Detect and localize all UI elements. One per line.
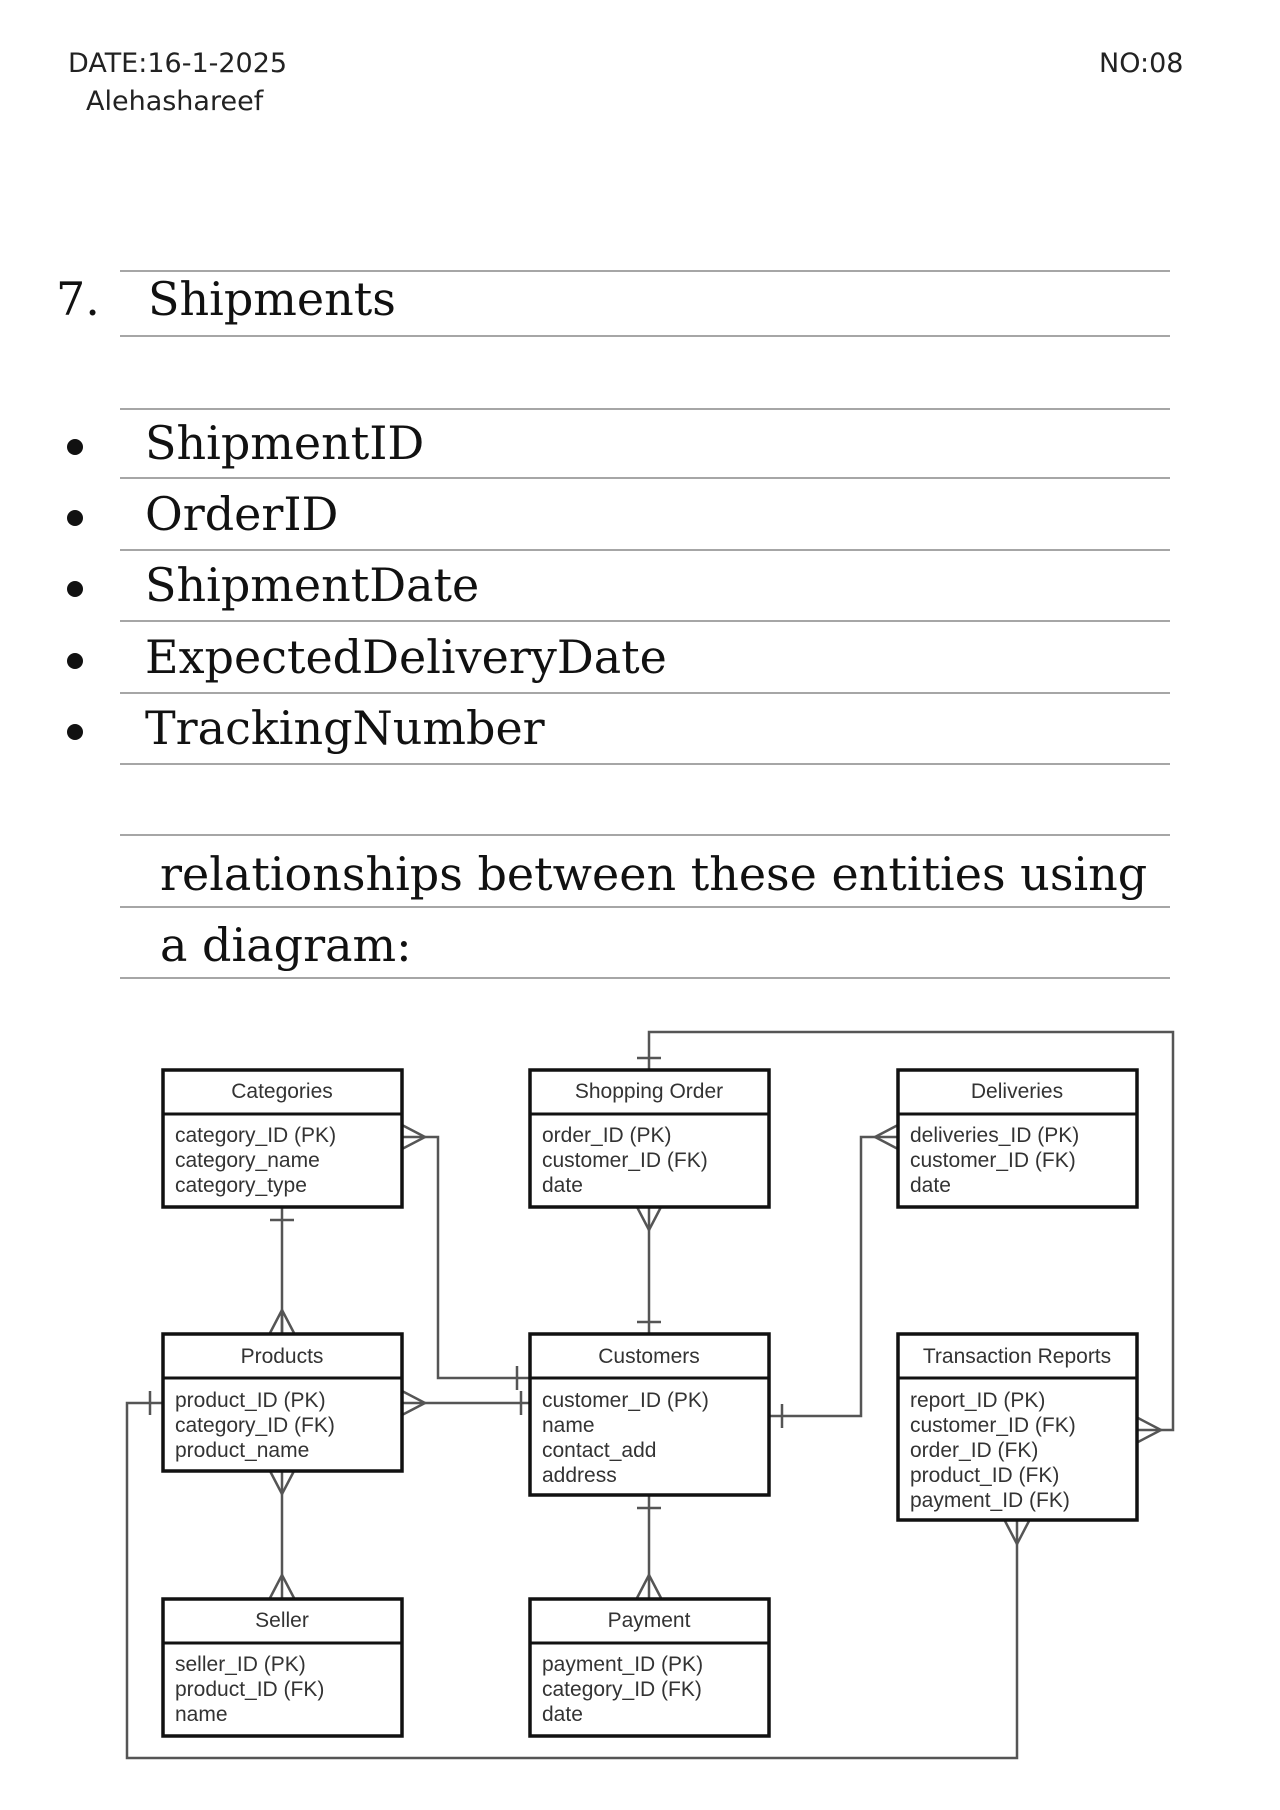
entity-attribute: date [542,1703,583,1726]
bullet-icon [67,439,83,455]
many-marker [268,1307,296,1334]
entity-attribute: report_ID (PK) [910,1389,1045,1412]
entity-deliveries: Deliveries deliveries_ID (PK) customer_I… [896,1068,1139,1209]
entity-title: Shopping Order [575,1080,723,1103]
entity-attribute: order_ID (PK) [542,1124,672,1147]
many-marker [268,1470,296,1497]
ruled-line [120,477,1170,479]
entity-attribute: category_name [175,1149,320,1172]
many-marker [635,1206,663,1233]
ruled-line [120,977,1170,979]
attribute-item: ShipmentDate [145,558,480,612]
entity-attribute: category_ID (PK) [175,1124,336,1147]
entity-attribute: customer_ID (PK) [542,1389,709,1412]
entity-attribute: deliveries_ID (PK) [910,1124,1079,1147]
entity-attribute: payment_ID (PK) [542,1653,703,1676]
relationship-lines [125,1030,1175,1760]
ruled-line [120,692,1170,694]
many-marker [268,1572,296,1599]
bullet-icon [67,510,83,526]
many-marker [1003,1520,1031,1547]
entity-attribute: customer_ID (FK) [910,1149,1076,1172]
header-page-number: NO:08 [1099,48,1184,79]
entity-categories: Categories category_ID (PK) category_nam… [161,1068,404,1209]
attribute-item: OrderID [145,487,339,541]
entity-attribute: date [910,1174,951,1197]
entity-attribute: product_ID (FK) [175,1678,324,1701]
rel-categories-customers [402,1135,530,1380]
ruled-line [120,906,1170,908]
entity-attribute: product_ID (FK) [910,1464,1059,1487]
entity-attribute: product_ID (PK) [175,1389,326,1412]
entity-customers: Customers customer_ID (PK) name contact_… [528,1332,771,1497]
ruled-line [120,763,1170,765]
entity-attribute: product_name [175,1439,309,1462]
bullet-icon [67,724,83,740]
entity-attribute: category_type [175,1174,307,1197]
entity-title: Deliveries [971,1080,1063,1103]
entity-attribute: customer_ID (FK) [542,1149,708,1172]
section-number: 7. [56,272,100,326]
many-marker [872,1123,899,1151]
attribute-item: TrackingNumber [145,701,545,755]
entity-title: Customers [598,1345,700,1368]
entity-payment: Payment payment_ID (PK) category_ID (FK)… [528,1597,771,1738]
many-marker [401,1389,428,1417]
entity-title: Transaction Reports [923,1345,1111,1368]
entity-title: Products [241,1345,324,1368]
entity-title: Seller [255,1609,309,1632]
ruled-line [120,408,1170,410]
ruled-line [120,270,1170,272]
entity-attribute: order_ID (FK) [910,1439,1038,1462]
section-title: Shipments [148,272,396,326]
entity-attribute: name [542,1414,595,1437]
rel-products-transactions [125,1401,1019,1760]
entity-attribute: name [175,1703,228,1726]
ruled-line [120,620,1170,622]
attribute-item: ExpectedDeliveryDate [145,630,667,684]
relationship-text-line1: relationships between these entities usi… [160,847,1148,901]
header-date: DATE:16-1-2025 [68,48,288,79]
entity-shopping-order: Shopping Order order_ID (PK) customer_ID… [528,1068,771,1209]
entity-attribute: seller_ID (PK) [175,1653,306,1676]
entity-title: Payment [608,1609,691,1632]
entity-attribute: date [542,1174,583,1197]
entity-attribute: payment_ID (FK) [910,1489,1070,1512]
many-marker [1137,1416,1164,1444]
many-marker [635,1572,663,1599]
attribute-item: ShipmentID [145,416,425,470]
entity-title: Categories [231,1080,333,1103]
ruled-line [120,549,1170,551]
ruled-line [120,834,1170,836]
entity-attribute: category_ID (FK) [175,1414,335,1437]
entity-attribute: contact_add [542,1439,656,1462]
header-author: Alehashareef [86,86,264,117]
bullet-icon [67,653,83,669]
entity-products: Products product_ID (PK) category_ID (FK… [161,1332,404,1473]
entity-attribute: customer_ID (FK) [910,1414,1076,1437]
ruled-line [120,335,1170,337]
entity-seller: Seller seller_ID (PK) product_ID (FK) na… [161,1597,404,1738]
many-marker [401,1123,428,1151]
entity-attribute: category_ID (FK) [542,1678,702,1701]
bullet-icon [67,581,83,597]
rel-customers-deliveries [770,1135,898,1418]
entity-transaction-reports: Transaction Reports report_ID (PK) custo… [896,1332,1139,1522]
entity-attribute: address [542,1464,617,1487]
relationship-text-line2: a diagram: [160,918,412,972]
